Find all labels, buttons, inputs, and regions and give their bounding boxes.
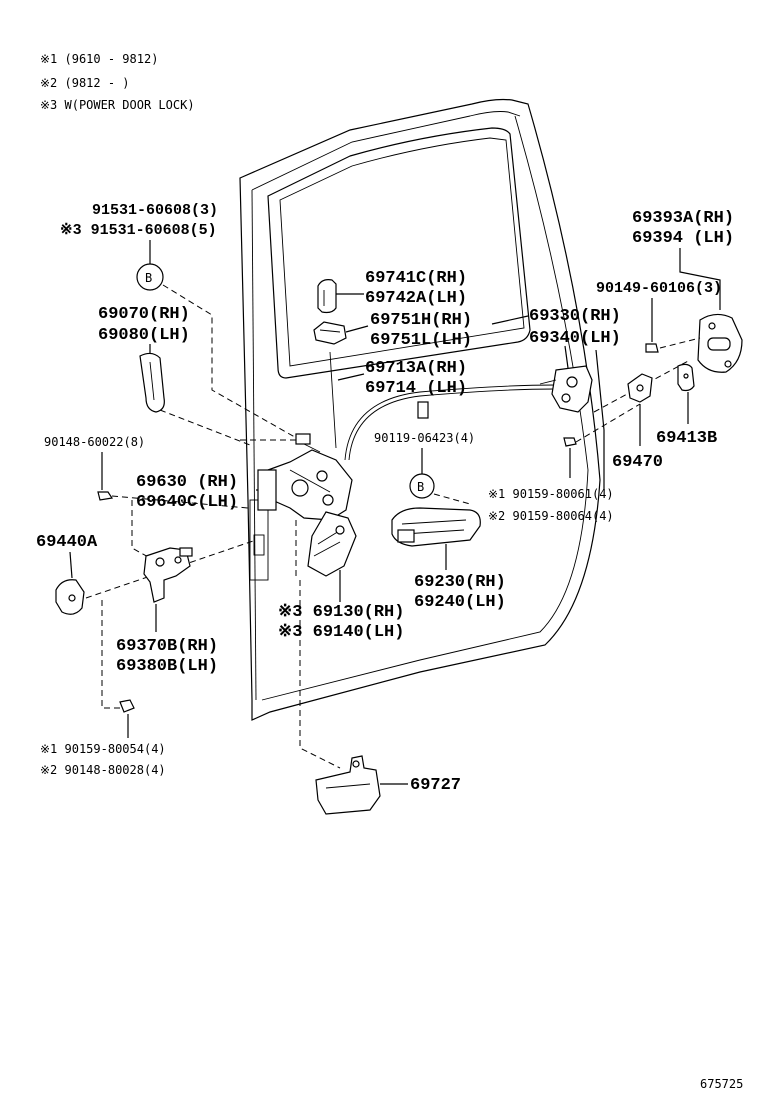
- door-bumper: [55, 579, 85, 615]
- label-69440a: 69440A: [36, 533, 98, 552]
- striker-bracket: [627, 373, 653, 403]
- striker: [697, 313, 743, 373]
- screw-90159-80054: [119, 699, 135, 713]
- inside-handle: [139, 352, 165, 413]
- striker-plate: [677, 363, 695, 392]
- label-69340: 69340(LH): [529, 329, 621, 348]
- remote-lock-assembly: [539, 365, 593, 413]
- label-91531-60608-5: ※3 91531-60608(5): [60, 222, 217, 239]
- label-90149-60106: 90149-60106(3): [596, 280, 722, 297]
- screw-90149: [645, 343, 659, 353]
- label-69640c: 69640C(LH): [136, 493, 238, 512]
- label-69727: 69727: [410, 776, 461, 795]
- label-69713a: 69713A(RH): [365, 359, 467, 378]
- label-69470: 69470: [612, 453, 663, 472]
- door-hinge: [143, 547, 193, 603]
- label-90159-80064: ※2 90159-80064(4): [488, 509, 614, 523]
- callout-b-left: B: [136, 263, 164, 291]
- label-90119-06423: 90119-06423(4): [374, 431, 475, 445]
- label-69394: 69394 (LH): [632, 229, 734, 248]
- label-91531-60608-3: 91531-60608(3): [92, 202, 218, 219]
- note-2: ※2 (9812 - ): [40, 76, 130, 90]
- label-69070: 69070(RH): [98, 305, 190, 324]
- screw-90159-80061: [563, 437, 577, 447]
- svg-text:B: B: [417, 480, 424, 494]
- figure-number: 675725: [700, 1077, 743, 1091]
- callout-b-right: B: [409, 473, 435, 499]
- label-69370b: 69370B(RH): [116, 637, 218, 656]
- label-69393a: 69393A(RH): [632, 209, 734, 228]
- label-90159-80054: ※1 90159-80054(4): [40, 742, 166, 756]
- lock-knob: [317, 279, 337, 314]
- label-69080: 69080(LH): [98, 326, 190, 345]
- label-69140: ※3 69140(LH): [278, 623, 404, 642]
- label-69714: 69714 (LH): [365, 379, 467, 398]
- knob-bezel: [313, 321, 347, 345]
- door-lock-assembly: [257, 433, 353, 521]
- label-69330: 69330(RH): [529, 307, 621, 326]
- screw-90148-60022: [97, 491, 114, 501]
- label-69240: 69240(LH): [414, 593, 506, 612]
- door-panel: [239, 98, 601, 721]
- label-69380b: 69380B(LH): [116, 657, 218, 676]
- label-69751l: 69751L(LH): [370, 331, 472, 350]
- label-69742a: 69742A(LH): [365, 289, 467, 308]
- label-69741c: 69741C(RH): [365, 269, 467, 288]
- svg-text:B: B: [145, 271, 152, 285]
- label-69413b: 69413B: [656, 429, 717, 448]
- lock-cover: [315, 755, 381, 815]
- label-69630: 69630 (RH): [136, 473, 238, 492]
- label-69751h: 69751H(RH): [370, 311, 472, 330]
- lock-motor: [307, 511, 357, 577]
- note-1: ※1 (9610 - 9812): [40, 52, 158, 66]
- outside-handle: [391, 507, 481, 547]
- label-69130: ※3 69130(RH): [278, 603, 404, 622]
- label-90148-60022: 90148-60022(8): [44, 435, 145, 449]
- label-90148-80028: ※2 90148-80028(4): [40, 763, 166, 777]
- label-90159-80061: ※1 90159-80061(4): [488, 487, 614, 501]
- note-3: ※3 W(POWER DOOR LOCK): [40, 98, 195, 112]
- label-69230: 69230(RH): [414, 573, 506, 592]
